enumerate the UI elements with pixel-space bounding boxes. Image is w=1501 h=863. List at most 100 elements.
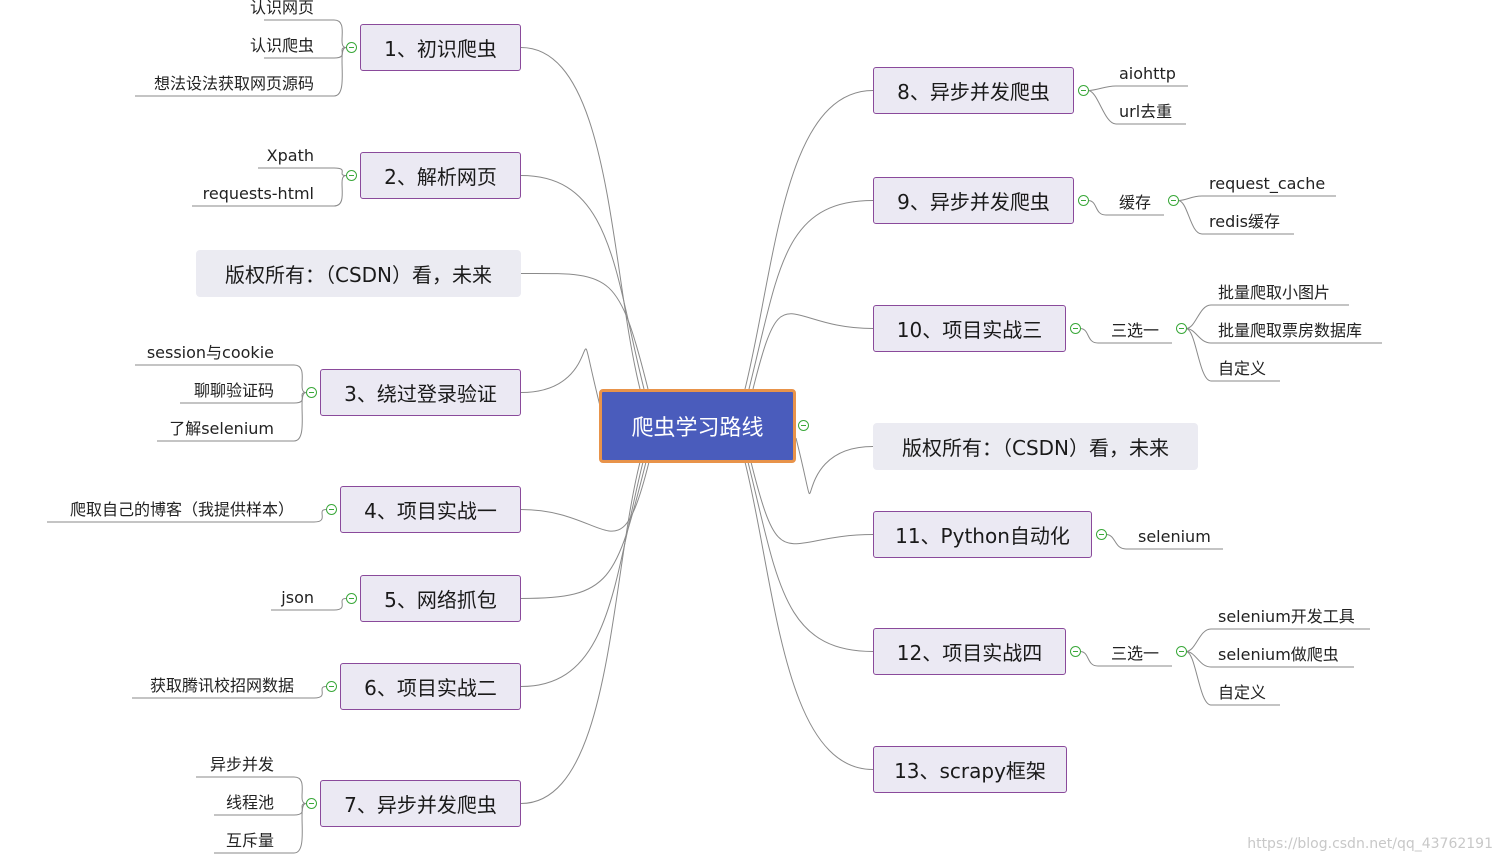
connector-line bbox=[520, 348, 601, 407]
collapse-toggle-icon[interactable] bbox=[1069, 646, 1081, 657]
connector-line bbox=[1087, 200, 1107, 216]
leaf-topic[interactable]: session与cookie bbox=[146, 343, 274, 362]
branch-topic-left[interactable]: 2、解析网页 bbox=[360, 152, 521, 199]
connector-line bbox=[748, 200, 874, 390]
leaf-topic[interactable]: Xpath bbox=[266, 146, 314, 165]
branch-topic-left[interactable]: 版权所有：（CSDN）看，未来 bbox=[196, 250, 521, 297]
branch-topic-left[interactable]: 1、初识爬虫 bbox=[360, 24, 521, 71]
connector-line bbox=[333, 175, 347, 207]
connector-line bbox=[293, 392, 307, 404]
collapse-toggle-icon[interactable] bbox=[1077, 85, 1089, 96]
connector-line bbox=[744, 90, 874, 390]
connector-line bbox=[520, 461, 647, 599]
leaf-topic[interactable]: selenium做爬虫 bbox=[1218, 645, 1339, 664]
leaf-topic[interactable]: 想法设法获取网页源码 bbox=[153, 74, 314, 93]
leaf-topic[interactable]: aiohttp bbox=[1119, 64, 1176, 83]
collapse-toggle-icon[interactable] bbox=[1069, 323, 1081, 334]
connector-line bbox=[744, 461, 874, 770]
leaf-topic[interactable]: 了解selenium bbox=[169, 419, 274, 438]
connector-line bbox=[313, 686, 327, 699]
collapse-toggle-icon[interactable] bbox=[305, 798, 317, 809]
leaf-topic[interactable]: 聊聊验证码 bbox=[193, 381, 274, 400]
connector-line bbox=[333, 598, 347, 611]
collapse-toggle-icon[interactable] bbox=[1095, 529, 1107, 540]
leaf-topic[interactable]: 线程池 bbox=[225, 793, 274, 812]
connector-line bbox=[1087, 90, 1117, 125]
branch-topic-left[interactable]: 7、异步并发爬虫 bbox=[320, 780, 521, 827]
connector-line bbox=[1177, 200, 1203, 235]
branch-topic-right[interactable]: 9、异步并发爬虫 bbox=[873, 177, 1074, 224]
leaf-topic[interactable]: 批量爬取票房数据库 bbox=[1218, 321, 1363, 340]
connector-line bbox=[1185, 304, 1212, 329]
connector-line bbox=[520, 175, 645, 390]
collapse-toggle-icon[interactable] bbox=[1077, 195, 1089, 206]
group-topic[interactable]: 缓存 bbox=[1119, 193, 1152, 212]
leaf-topic[interactable]: 认识网页 bbox=[249, 0, 314, 17]
watermark: https://blog.csdn.net/qq_43762191 bbox=[1247, 836, 1493, 852]
connector-line bbox=[520, 272, 649, 390]
leaf-topic[interactable]: 获取腾讯校招网数据 bbox=[149, 676, 294, 695]
leaf-topic[interactable]: url去重 bbox=[1119, 102, 1173, 121]
connector-line bbox=[1177, 195, 1203, 201]
connector-line bbox=[333, 47, 347, 97]
leaf-topic[interactable]: 认识爬虫 bbox=[249, 36, 314, 55]
collapse-toggle-icon[interactable] bbox=[305, 387, 317, 398]
connector-line bbox=[293, 776, 307, 804]
leaf-topic[interactable]: 爬取自己的博客（我提供样本） bbox=[69, 500, 294, 519]
branch-topic-left[interactable]: 6、项目实战二 bbox=[340, 663, 521, 710]
branch-topic-right[interactable]: 8、异步并发爬虫 bbox=[873, 67, 1074, 114]
connector-line bbox=[1079, 328, 1099, 344]
connector-line bbox=[520, 461, 644, 687]
connector-line bbox=[747, 461, 874, 652]
branch-topic-right[interactable]: 13、scrapy框架 bbox=[873, 746, 1067, 793]
connector-line bbox=[1079, 651, 1099, 667]
connector-line bbox=[293, 392, 307, 442]
connector-line bbox=[333, 19, 347, 48]
branch-topic-right[interactable]: 10、项目实战三 bbox=[873, 305, 1066, 352]
leaf-topic[interactable]: 自定义 bbox=[1218, 683, 1267, 702]
collapse-toggle-icon[interactable] bbox=[345, 170, 357, 181]
branch-topic-left[interactable]: 5、网络抓包 bbox=[360, 575, 521, 622]
collapse-toggle-icon[interactable] bbox=[345, 593, 357, 604]
collapse-toggle-icon[interactable] bbox=[1175, 646, 1187, 657]
leaf-topic[interactable]: 互斥量 bbox=[225, 831, 274, 850]
collapse-toggle-icon[interactable] bbox=[325, 504, 337, 515]
connector-line bbox=[752, 313, 874, 390]
leaf-topic[interactable]: requests-html bbox=[202, 184, 314, 203]
branch-topic-right[interactable]: 版权所有：（CSDN）看，未来 bbox=[873, 423, 1198, 470]
connector-line bbox=[293, 364, 307, 393]
leaf-topic[interactable]: selenium bbox=[1138, 527, 1211, 546]
leaf-topic[interactable]: 批量爬取小图片 bbox=[1218, 283, 1331, 302]
collapse-toggle-icon[interactable] bbox=[345, 42, 357, 53]
branch-topic-left[interactable]: 4、项目实战一 bbox=[340, 486, 521, 533]
connector-line bbox=[293, 803, 307, 816]
collapse-toggle-icon[interactable] bbox=[1175, 323, 1187, 334]
connector-line bbox=[313, 509, 327, 523]
connector-line bbox=[520, 47, 641, 390]
collapse-toggle-icon[interactable] bbox=[798, 420, 809, 431]
branch-topic-right[interactable]: 12、项目实战四 bbox=[873, 628, 1066, 675]
group-topic[interactable]: 三选一 bbox=[1111, 321, 1160, 340]
connector-line bbox=[293, 803, 307, 854]
leaf-topic[interactable]: selenium开发工具 bbox=[1218, 607, 1355, 626]
branch-topic-left[interactable]: 3、绕过登录验证 bbox=[320, 369, 521, 416]
leaf-topic[interactable]: json bbox=[281, 588, 314, 607]
mindmap-root[interactable]: 爬虫学习路线 bbox=[599, 389, 796, 463]
connector-line bbox=[520, 461, 641, 804]
connector-line bbox=[333, 47, 347, 59]
branch-topic-right[interactable]: 11、Python自动化 bbox=[873, 511, 1092, 558]
connector-line bbox=[1185, 328, 1212, 382]
leaf-topic[interactable]: redis缓存 bbox=[1209, 212, 1281, 231]
leaf-topic[interactable]: 自定义 bbox=[1218, 359, 1267, 378]
collapse-toggle-icon[interactable] bbox=[1167, 195, 1179, 206]
connector-line bbox=[1105, 534, 1127, 550]
connector-line bbox=[1087, 85, 1117, 91]
connector-line bbox=[1185, 651, 1212, 706]
leaf-topic[interactable]: request_cache bbox=[1209, 174, 1326, 193]
leaf-topic[interactable]: 异步并发 bbox=[209, 755, 274, 774]
collapse-toggle-icon[interactable] bbox=[325, 681, 337, 692]
connector-line bbox=[795, 437, 874, 495]
group-topic[interactable]: 三选一 bbox=[1111, 644, 1160, 663]
